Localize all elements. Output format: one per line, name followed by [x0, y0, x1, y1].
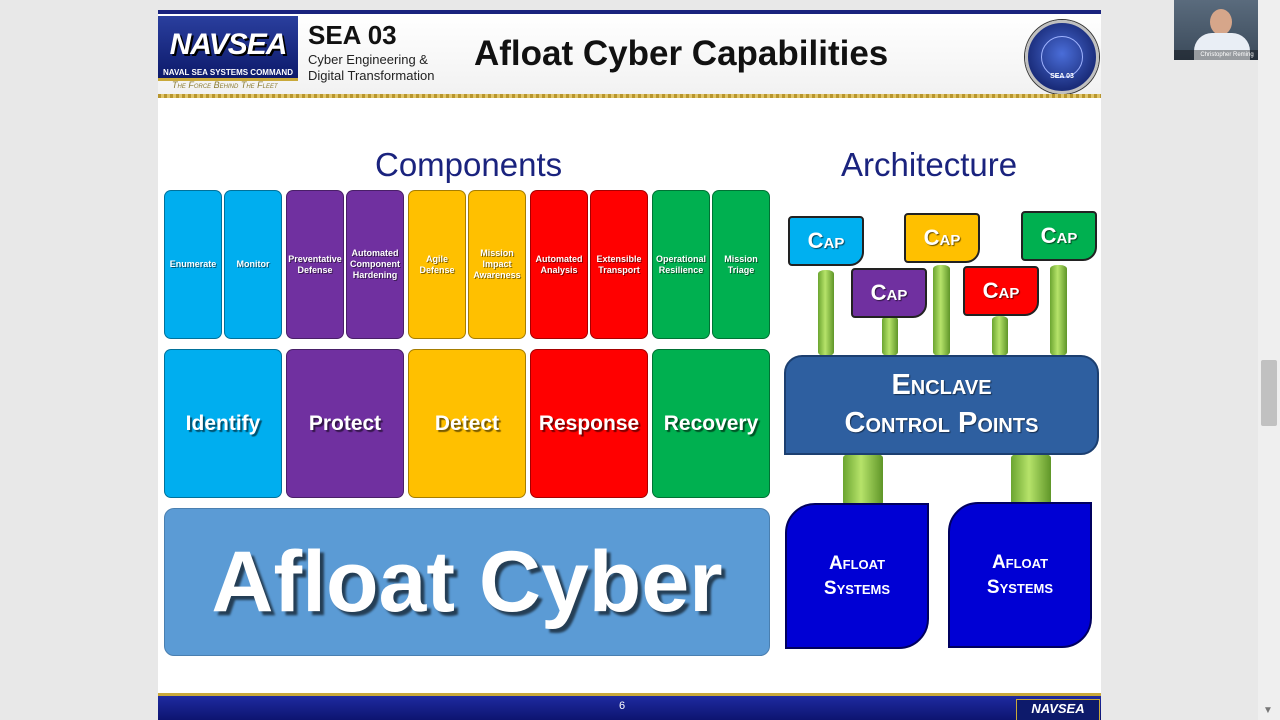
seal-inner-ring	[1041, 36, 1083, 78]
sub-capability-tile: Preventative Defense	[286, 190, 344, 339]
sub-capability-tile: Automated Component Hardening	[346, 190, 404, 339]
sub-capability-tile: Automated Analysis	[530, 190, 588, 339]
sub-capability-tile: Operational Resilience	[652, 190, 710, 339]
pipe	[1011, 454, 1051, 506]
sub-capability-tile: Agile Defense	[408, 190, 466, 339]
function-tile-protect: Protect	[286, 349, 404, 498]
scrollbar-thumb[interactable]	[1261, 360, 1277, 426]
slide-title: Afloat Cyber Capabilities	[474, 34, 888, 74]
pipe	[882, 316, 898, 356]
sub-capability-tile: Monitor	[224, 190, 282, 339]
slide-header: NAVSEA NAVAL SEA SYSTEMS COMMAND The For…	[158, 14, 1101, 98]
sub-capability-tile: Extensible Transport	[590, 190, 648, 339]
function-tile-response: Response	[530, 349, 648, 498]
system-line-2: Systems	[987, 575, 1053, 600]
afloat-cyber-foundation: Afloat Cyber	[164, 508, 770, 656]
scroll-down-arrow-icon[interactable]: ▼	[1263, 705, 1273, 716]
enclave-line-1: Enclave	[786, 366, 1097, 404]
participant-head	[1210, 9, 1232, 35]
logo-subtitle: NAVAL SEA SYSTEMS COMMAND	[158, 68, 298, 77]
function-tile-identify: Identify	[164, 349, 282, 498]
pipe	[1050, 265, 1067, 356]
seal-text: SEA 03	[1028, 73, 1096, 80]
function-tile-recovery: Recovery	[652, 349, 770, 498]
cap-green: Cap	[1021, 211, 1097, 261]
components-heading: Components	[375, 146, 562, 184]
system-line-1: Afloat	[824, 551, 890, 576]
footer-navsea-logo: NAVSEA	[1016, 699, 1100, 720]
enclave-line-2: Control Points	[786, 404, 1097, 442]
org-code: SEA 03	[308, 20, 397, 51]
enclave-control-points: Enclave Control Points	[784, 355, 1099, 455]
cap-purple: Cap	[851, 268, 927, 318]
function-tile-detect: Detect	[408, 349, 526, 498]
sub-capability-tile: Enumerate	[164, 190, 222, 339]
pipe	[933, 265, 950, 356]
slide: NAVSEA NAVAL SEA SYSTEMS COMMAND The For…	[158, 10, 1101, 720]
navsea-logo: NAVSEA NAVAL SEA SYSTEMS COMMAND	[158, 16, 298, 81]
architecture-heading: Architecture	[841, 146, 1017, 184]
org-description: Cyber Engineering & Digital Transformati…	[308, 52, 448, 84]
header-rule	[158, 94, 1101, 98]
cap-yellow: Cap	[904, 213, 980, 263]
slide-footer: 6 NAVSEA	[158, 693, 1101, 720]
logo-word: NAVSEA	[158, 28, 298, 62]
cap-red: Cap	[963, 266, 1039, 316]
system-line-1: Afloat	[987, 550, 1053, 575]
sub-capability-tile: Mission Triage	[712, 190, 770, 339]
afloat-systems-left: Afloat Systems	[785, 503, 929, 649]
afloat-systems-right: Afloat Systems	[948, 502, 1092, 648]
pipe	[843, 454, 883, 506]
pipe	[992, 316, 1008, 356]
page-number: 6	[619, 700, 625, 712]
system-line-2: Systems	[824, 576, 890, 601]
cap-blue: Cap	[788, 216, 864, 266]
pipe	[818, 270, 834, 356]
sub-capability-tile: Mission Impact Awareness	[468, 190, 526, 339]
sea03-seal-icon: SEA 03	[1025, 20, 1099, 94]
tagline: The Force Behind The Fleet	[172, 80, 278, 90]
